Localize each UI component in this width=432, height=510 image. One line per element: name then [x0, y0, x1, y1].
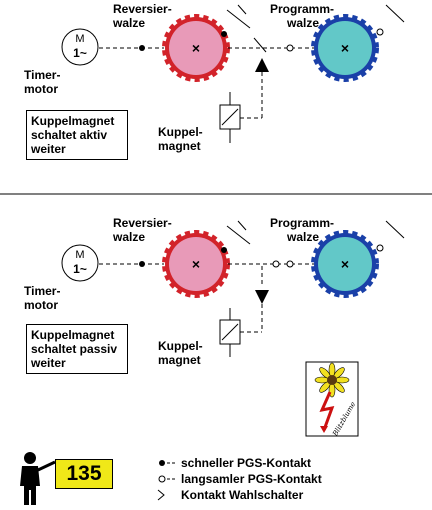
legend-fast-dot — [159, 460, 165, 466]
clutch-pivot-line — [253, 37, 267, 53]
motor-letter: M — [75, 249, 84, 261]
status-line1: Kuppelmagnet — [31, 328, 115, 342]
selector-switch-line — [226, 9, 251, 29]
status-line2: schaltet aktiv — [31, 128, 108, 142]
contact-dot-top — [221, 31, 227, 37]
slow-contact-dot-top — [376, 28, 384, 36]
reversing-drum-icon: × — [162, 230, 230, 298]
reversing-label-line2: walze — [113, 16, 146, 30]
panel-active: M 1~ × × — [61, 4, 405, 143]
reversing-label-line1: Reversier- — [113, 216, 172, 230]
svg-text:×: × — [192, 40, 200, 56]
status-line1: Kuppelmagnet — [31, 114, 115, 128]
motor-subscript: 1~ — [73, 46, 87, 60]
program-drum-icon: × — [311, 14, 379, 82]
program-label-line2: walze — [286, 230, 319, 244]
selector-switch-line-2 — [237, 220, 247, 231]
reversing-drum-icon: × — [162, 14, 230, 82]
svg-text:×: × — [341, 40, 349, 56]
timer-motor-label-line2: motor — [24, 298, 58, 312]
clutch-magnet-icon — [219, 92, 241, 143]
page-number-badge: 135 — [55, 459, 113, 489]
clutch-magnet-label-line1: Kuppel- — [158, 339, 203, 353]
clutch-magnet-label: Kuppel- magnet — [158, 125, 203, 153]
timer-motor-label: Timer- motor — [24, 68, 60, 96]
reversing-label-line2: walze — [113, 230, 146, 244]
status-line3: weiter — [31, 356, 66, 370]
flower-lightning-logo-icon: Blitzblume — [305, 361, 359, 438]
program-label: Programm- walze — [270, 2, 336, 30]
motor-subscript: 1~ — [73, 262, 87, 276]
clutch-magnet-label: Kuppel- magnet — [158, 339, 203, 367]
legend-selector-contact: Kontakt Wahlschalter — [181, 488, 304, 502]
slow-contact-dot — [286, 260, 294, 268]
slow-contact-dot-2 — [272, 260, 280, 268]
selector-switch-line-2 — [237, 4, 247, 15]
person-icon — [20, 452, 56, 505]
timer-motor-icon — [61, 28, 99, 66]
timer-motor-icon — [61, 244, 99, 282]
status-box-active: Kuppelmagnet schaltet aktiv weiter — [26, 110, 128, 160]
status-line2: schaltet passiv — [31, 342, 118, 356]
slow-contact-dot — [286, 44, 294, 52]
clutch-magnet-label-line2: magnet — [158, 353, 201, 367]
legend-selector-symbol — [157, 489, 165, 501]
clutch-magnet-label-line1: Kuppel- — [158, 125, 203, 139]
selector-switch-line — [226, 225, 251, 245]
contact-dot-top — [221, 247, 227, 253]
fast-contact-dot — [139, 45, 145, 51]
clutch-magnet-icon — [219, 308, 241, 357]
fast-contact-dot — [139, 261, 145, 267]
program-label: Programm- walze — [270, 216, 336, 244]
program-drum-icon: × — [311, 230, 379, 298]
program-label-line1: Programm- — [270, 2, 335, 16]
reversing-label-line1: Reversier- — [113, 2, 172, 16]
panel-passive: M 1~ × × — [61, 220, 405, 357]
program-label-line1: Programm- — [270, 216, 335, 230]
reversing-label: Reversier- walze — [113, 216, 172, 244]
timer-motor-label-line2: motor — [24, 82, 58, 96]
legend-fast-contact: schneller PGS-Kontakt — [181, 456, 312, 470]
arrow-up-icon — [255, 58, 269, 72]
status-box-passive: Kuppelmagnet schaltet passiv weiter — [26, 324, 128, 374]
timer-motor-label-line1: Timer- — [24, 284, 61, 298]
motor-letter: M — [75, 33, 84, 45]
timer-motor-label-line1: Timer- — [24, 68, 61, 82]
legend-slow-dot — [158, 475, 166, 483]
legend-slow-contact: langsamler PGS-Kontakt — [181, 472, 322, 486]
selector-switch-line-right — [385, 220, 405, 239]
arrow-down-icon — [255, 290, 269, 304]
reversing-label: Reversier- walze — [113, 2, 172, 30]
status-line3: weiter — [31, 142, 66, 156]
program-label-line2: walze — [286, 16, 319, 30]
clutch-magnet-label-line2: magnet — [158, 139, 201, 153]
timer-motor-label: Timer- motor — [24, 284, 60, 312]
svg-text:×: × — [341, 256, 349, 272]
slow-contact-dot-top — [376, 244, 384, 252]
selector-switch-line-right — [385, 4, 405, 23]
svg-text:×: × — [192, 256, 200, 272]
